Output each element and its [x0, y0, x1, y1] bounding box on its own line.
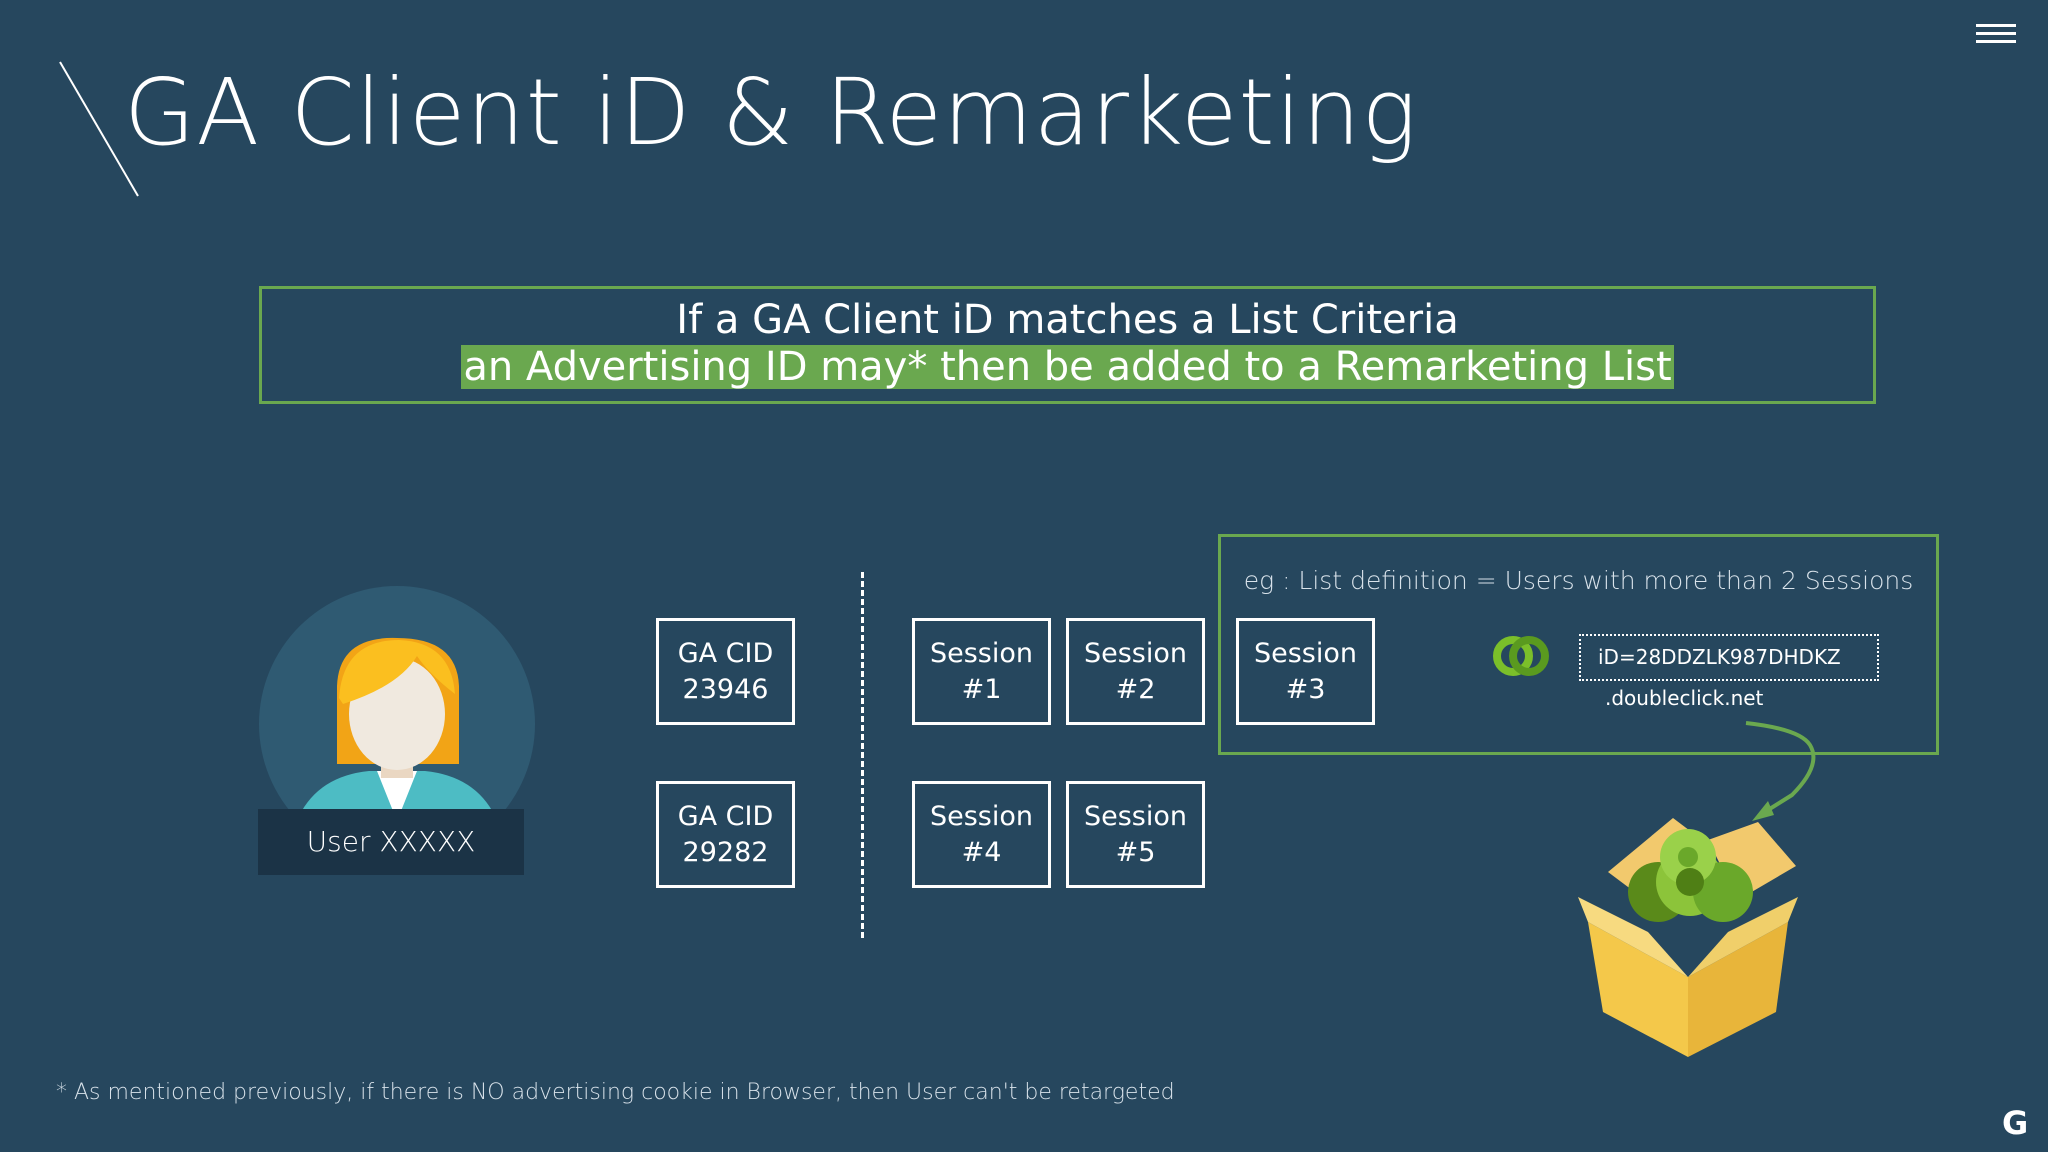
user-label: User XXXXX	[258, 809, 524, 875]
menu-icon[interactable]	[1976, 24, 2016, 50]
session-box-2: Session #2	[1066, 618, 1205, 725]
ga-cid-box-2: GA CID 29282	[656, 781, 795, 888]
session-label: Session	[1253, 638, 1358, 670]
session-label: Session	[1083, 638, 1188, 670]
ga-cid-label: GA CID	[677, 638, 774, 670]
slide-title: GA Client iD & Remarketing	[124, 59, 1418, 166]
ga-cid-value: 29282	[682, 836, 769, 868]
headline-box	[259, 286, 1876, 404]
headline-line2-wrap: an Advertising ID may* then be added to …	[259, 345, 1876, 389]
cookie-id: iD=28DDZLK987DHDKZ	[1598, 645, 1841, 669]
session-box-3: Session #3	[1236, 618, 1375, 725]
session-label: Session	[929, 801, 1034, 833]
google-logo-icon: G	[2002, 1104, 2029, 1142]
session-box-1: Session #1	[912, 618, 1051, 725]
cookie-domain: .doubleclick.net	[1605, 686, 1764, 710]
cookie-id-box	[1579, 634, 1879, 681]
session-number: #4	[961, 836, 1002, 868]
arrow-icon	[1745, 721, 1816, 821]
ga-cid-box-1: GA CID 23946	[656, 618, 795, 725]
headline-line1: If a GA Client iD matches a List Criteri…	[676, 297, 1459, 343]
session-box-5: Session #5	[1066, 781, 1205, 888]
session-number: #5	[1115, 836, 1156, 868]
ga-cid-label: GA CID	[677, 801, 774, 833]
footnote: * As mentioned previously, if there is N…	[56, 1080, 1175, 1105]
ga-cid-value: 23946	[682, 673, 769, 705]
user-avatar-icon	[299, 637, 495, 821]
doubleclick-logo-icon	[1493, 636, 1549, 676]
session-number: #2	[1115, 673, 1156, 705]
list-definition-text: eg : List definition = Users with more t…	[1243, 566, 1914, 595]
remarketing-box-icon	[1578, 818, 1798, 1057]
session-label: Session	[929, 638, 1034, 670]
list-criteria-box	[1218, 534, 1939, 755]
dashed-divider	[861, 572, 864, 938]
headline-line2-highlight: an Advertising ID may* then be added to …	[461, 344, 1674, 390]
session-box-4: Session #4	[912, 781, 1051, 888]
session-number: #3	[1285, 673, 1326, 705]
session-number: #1	[961, 673, 1002, 705]
session-label: Session	[1083, 801, 1188, 833]
title-slash-decoration	[59, 61, 139, 197]
